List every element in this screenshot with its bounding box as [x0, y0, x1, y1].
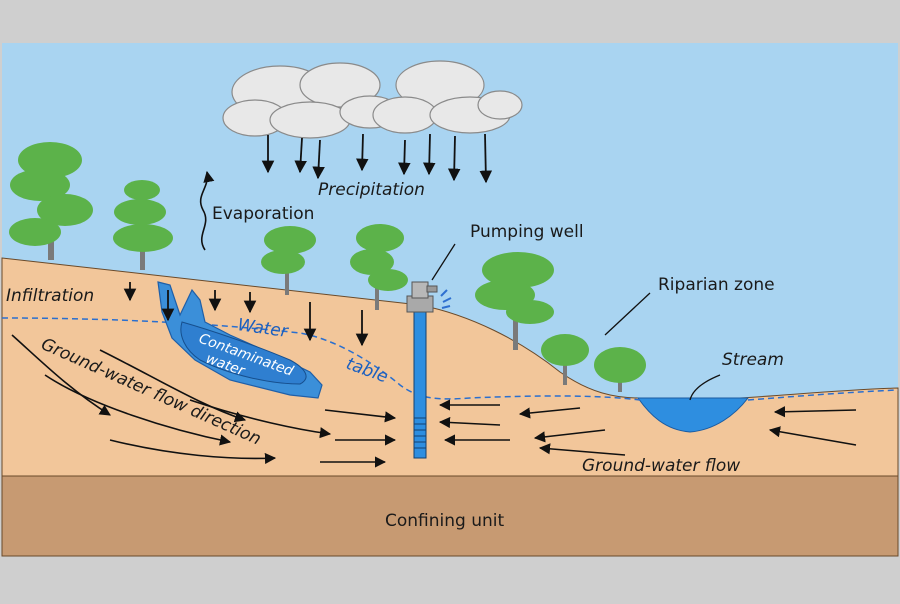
pumping-well: [406, 281, 452, 459]
evaporation-label: Evaporation: [212, 204, 314, 224]
groundwater-flow-label: Ground-water flow: [582, 456, 740, 476]
clouds: [222, 60, 523, 139]
tree: [350, 224, 408, 310]
pumping-well-leader: [431, 243, 456, 281]
water-table-line: [1, 317, 641, 401]
trees: [9, 142, 646, 392]
tree: [113, 180, 173, 270]
infiltration-label: Infiltration: [6, 286, 94, 306]
groundwater-flow-arrows-left: [11, 334, 397, 468]
confining-unit-label: Confining unit: [385, 511, 504, 531]
stream-label: Stream: [722, 350, 784, 370]
tree: [261, 226, 316, 295]
riparian-zone-label: Riparian zone: [658, 275, 775, 295]
tree: [9, 142, 93, 260]
water-table-line-right: [747, 389, 899, 401]
riparian-zone-leader: [604, 292, 651, 336]
stream-water: [637, 397, 750, 433]
stream-leader: [689, 374, 721, 401]
confining-layer: [1, 475, 899, 557]
precipitation-label: Precipitation: [318, 180, 425, 200]
infiltration-arrows: [123, 282, 369, 347]
tree: [594, 347, 646, 392]
evaporation-arrow: [199, 170, 215, 251]
pumping-well-label: Pumping well: [470, 222, 584, 242]
tree: [475, 252, 554, 350]
precipitation-arrows: [261, 133, 493, 184]
tree: [541, 334, 589, 385]
contaminated-plume: [180, 321, 307, 385]
groundwater-flow-arrows-right: [438, 399, 857, 456]
